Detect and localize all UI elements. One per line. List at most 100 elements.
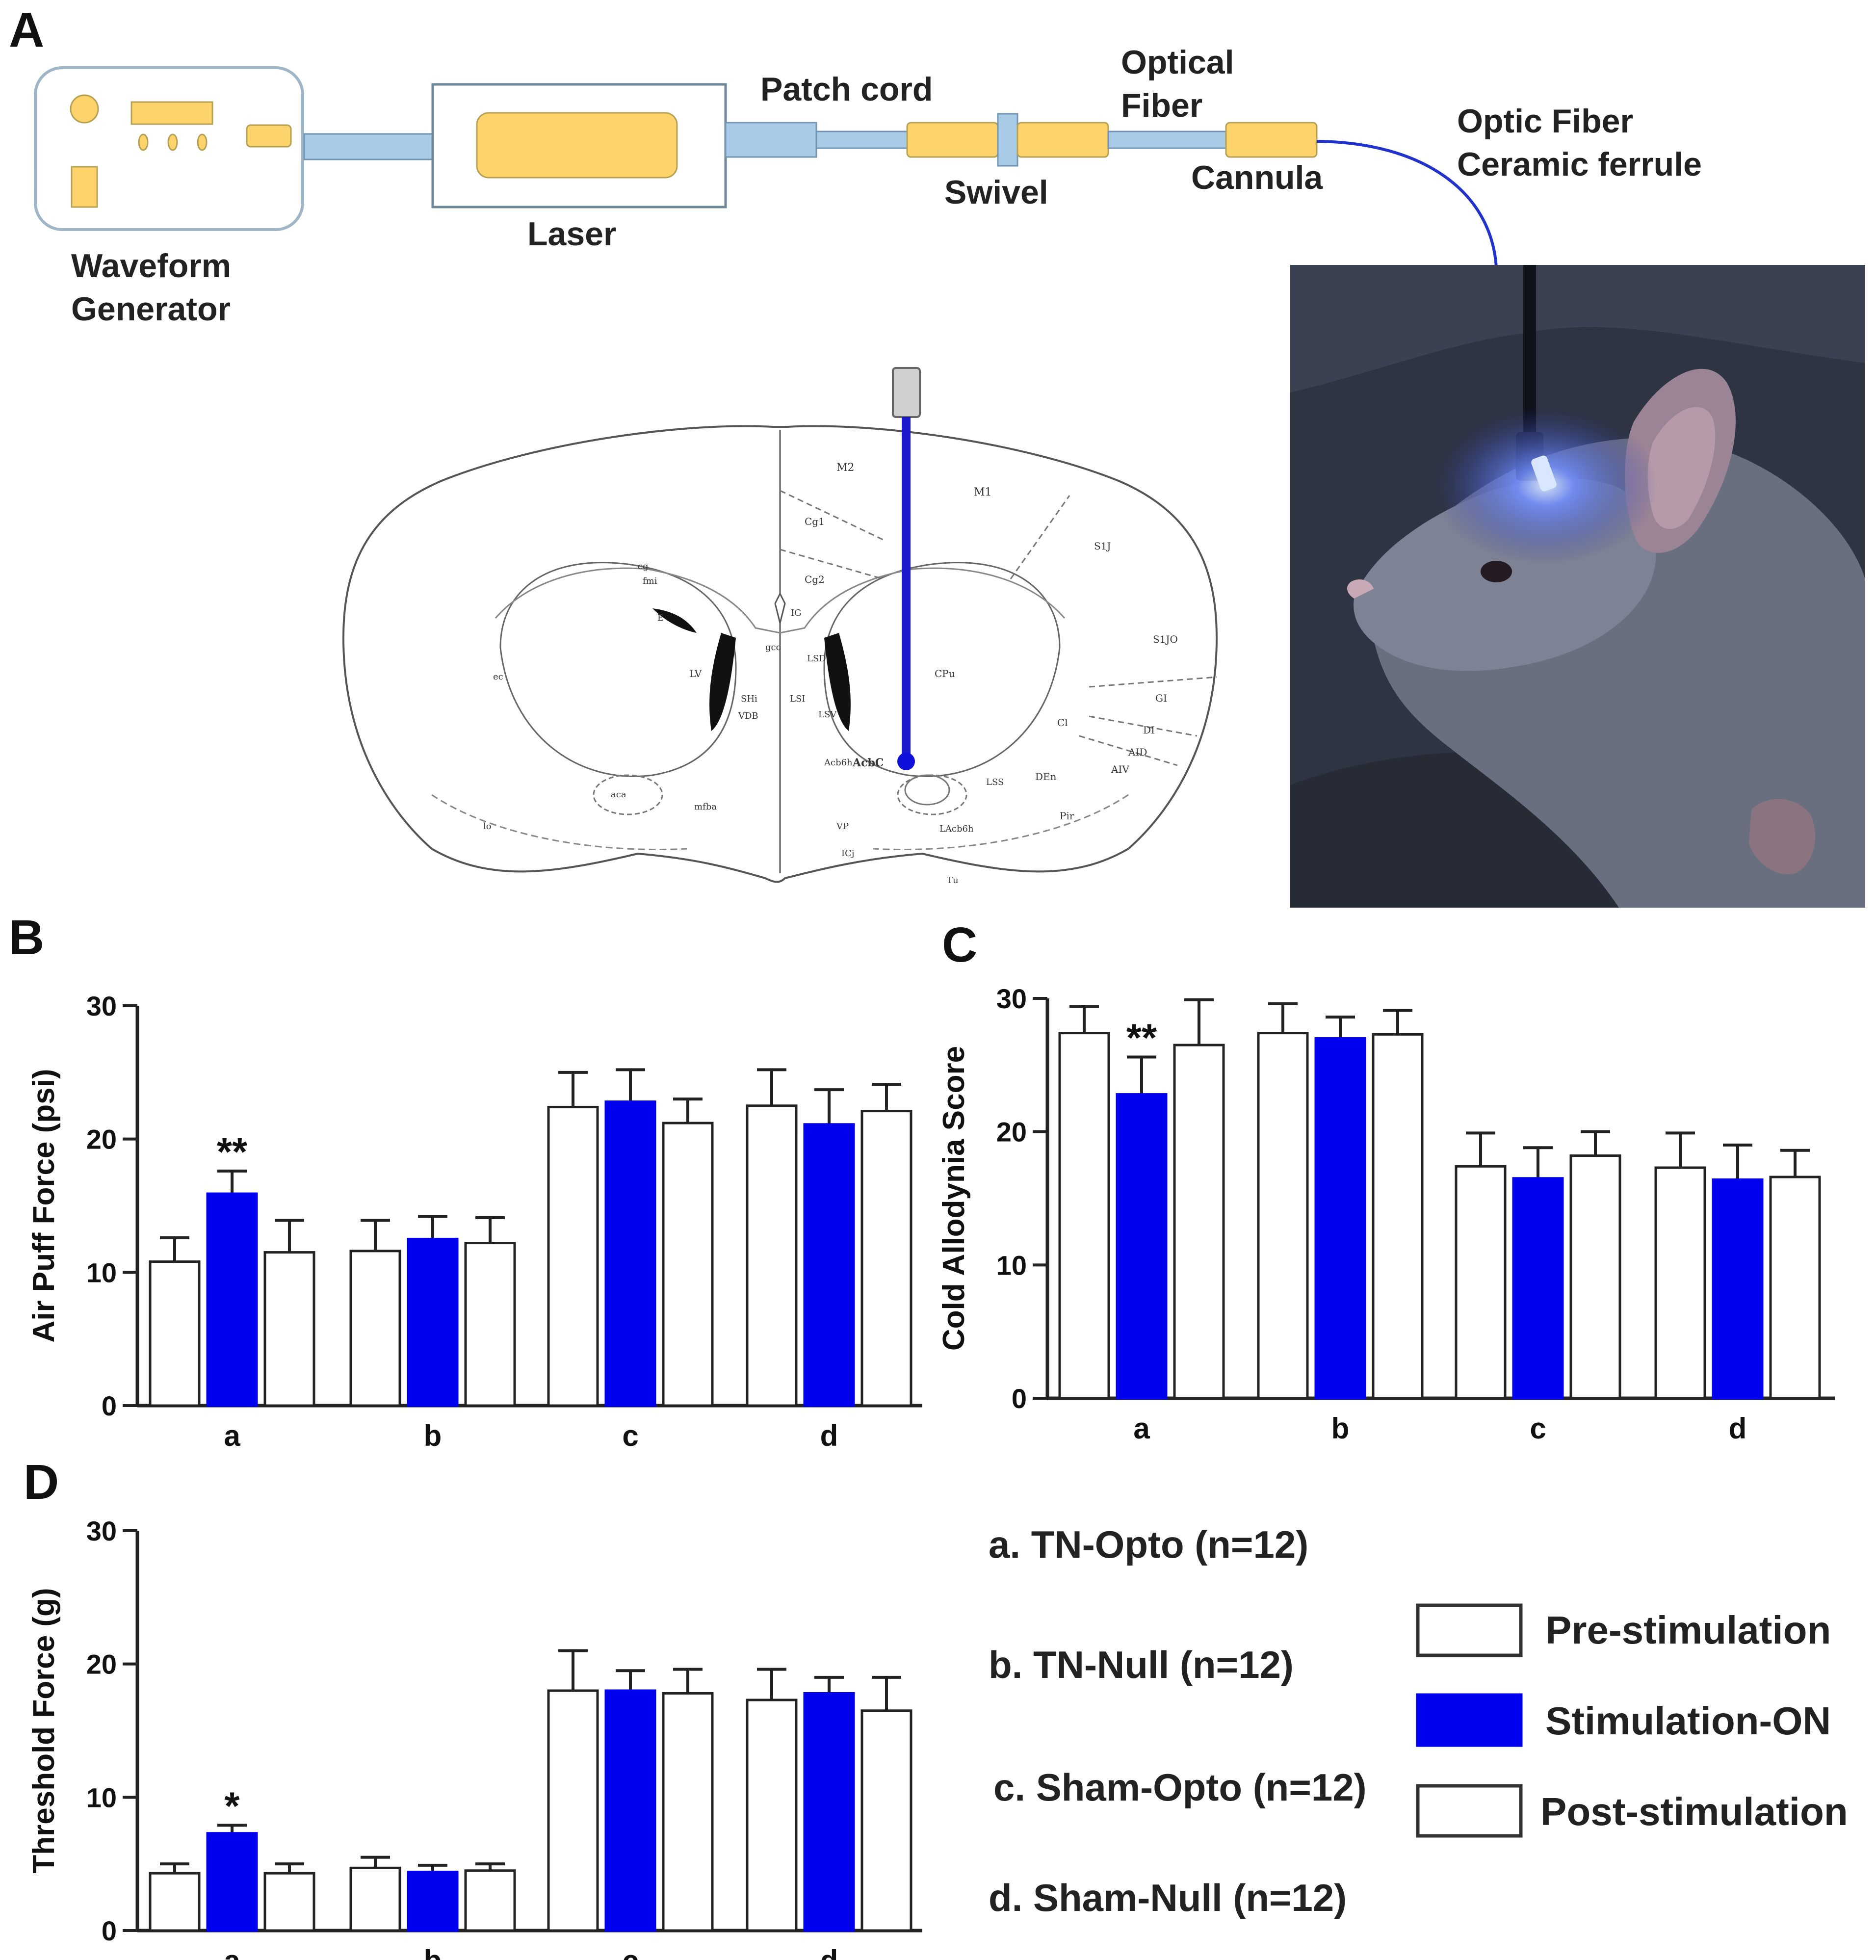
optical-fiber <box>1107 131 1227 149</box>
brain-label: Acb6h <box>824 758 853 768</box>
x-tick-label: a <box>224 1419 240 1452</box>
bar-a-pre-stimulation <box>149 1260 201 1407</box>
bar-a-pre-stimulation <box>1058 1032 1110 1400</box>
brain-label: LAcb6h <box>939 824 974 834</box>
y-tick-label: 20 <box>86 1649 117 1680</box>
significance-marker: ** <box>217 1130 248 1174</box>
brain-label: Cg2 <box>805 574 825 585</box>
bar-a-post-stimulation <box>263 1251 315 1407</box>
y-tick-label: 10 <box>86 1782 117 1813</box>
x-tick-label: d <box>820 1419 838 1452</box>
legend-swatch-stim <box>1416 1693 1523 1747</box>
waveform-label-line1: Waveform <box>71 247 231 285</box>
laser-emitter-icon <box>476 112 678 179</box>
rat-photo <box>1290 265 1865 908</box>
y-tick-label: 10 <box>86 1257 117 1288</box>
y-tick-label: 0 <box>102 1390 117 1421</box>
y-tick-label: 30 <box>86 1516 117 1546</box>
swivel-left-icon <box>906 122 999 158</box>
x-tick-label: a <box>1133 1412 1150 1445</box>
y-tick-label: 20 <box>996 1117 1027 1148</box>
x-tick-label: a <box>224 1944 240 1960</box>
ferrule-label-line1: Optic Fiber <box>1457 103 1633 140</box>
brain-label: GI <box>1155 692 1167 704</box>
brain-label: LSD <box>807 653 826 664</box>
legend-label-pre: Pre-stimulation <box>1545 1608 1831 1652</box>
bar-d-stimulation-on <box>803 1123 855 1407</box>
bar-c-post-stimulation <box>1569 1154 1621 1400</box>
x-tick-label: c <box>622 1419 638 1452</box>
y-tick-label: 0 <box>102 1915 117 1946</box>
brain-label: Pir <box>1060 810 1074 822</box>
brain-label: cg <box>638 561 649 572</box>
bar-a-stimulation-on <box>1116 1093 1168 1400</box>
brain-label: S1JO <box>1153 633 1178 645</box>
legend-label-stim: Stimulation-ON <box>1545 1699 1831 1743</box>
brain-label: IG <box>791 608 802 618</box>
brain-label: mfba <box>694 802 717 812</box>
bar-c-post-stimulation <box>662 1692 714 1932</box>
bar-c-pre-stimulation <box>547 1689 599 1932</box>
bar-d-pre-stimulation <box>746 1104 798 1407</box>
bar-c-pre-stimulation <box>547 1105 599 1407</box>
implant-ferrule-icon <box>892 367 921 418</box>
fiber-cable <box>1316 140 1498 268</box>
legend-group-d: d. Sham-Null (n=12) <box>989 1876 1347 1919</box>
x-tick-label: c <box>1530 1412 1546 1445</box>
y-tick-label: 30 <box>996 983 1027 1014</box>
brain-label: M2 <box>836 462 855 474</box>
bar-a-post-stimulation <box>263 1872 315 1932</box>
brain-label: SHi <box>741 694 757 704</box>
optical-fiber-label-line2: Fiber <box>1121 87 1202 124</box>
panel-label-d: D <box>24 1455 59 1510</box>
brain-label: gcc <box>765 642 781 653</box>
brain-label: LSV <box>818 709 837 720</box>
bar-d-pre-stimulation <box>1654 1166 1706 1400</box>
brain-label: CPu <box>935 668 955 679</box>
brain-label: Cl <box>1057 717 1068 729</box>
cable <box>303 133 434 160</box>
generator-switch-icon <box>71 166 98 208</box>
y-tick-label: 30 <box>86 991 117 1021</box>
legend-label-post: Post-stimulation <box>1540 1790 1848 1833</box>
laser-label: Laser <box>527 215 616 253</box>
brain-label: aca <box>611 789 626 800</box>
brain-label: ec <box>493 672 503 682</box>
brain-label: LSS <box>986 777 1004 787</box>
brain-label: DI <box>1143 724 1155 736</box>
bar-c-pre-stimulation <box>1455 1165 1507 1400</box>
brain-label: Cg1 <box>805 516 825 527</box>
panel-label-a: A <box>9 2 44 57</box>
y-tick-label: 20 <box>86 1124 117 1155</box>
bar-c-stimulation-on <box>604 1689 656 1932</box>
bar-b-post-stimulation <box>464 1869 516 1932</box>
swivel-label: Swivel <box>944 174 1048 211</box>
bar-a-pre-stimulation <box>149 1872 201 1932</box>
x-tick-label: c <box>622 1944 638 1960</box>
bar-b-post-stimulation <box>1372 1033 1424 1400</box>
brain-label: fmi <box>643 576 657 586</box>
brain-label: Tu <box>947 875 959 886</box>
generator-display-icon <box>130 101 213 125</box>
patch-cord-label: Patch cord <box>760 71 933 108</box>
y-axis-label: Threshold Force (g) <box>27 1588 61 1873</box>
patch-cord-connector <box>725 122 817 158</box>
swivel-joint-icon <box>997 113 1018 167</box>
patch-cord <box>815 131 908 149</box>
bar-d-stimulation-on <box>803 1692 855 1932</box>
brain-label: LV <box>689 668 702 679</box>
cannula-label: Cannula <box>1191 159 1323 196</box>
bar-b-pre-stimulation <box>349 1250 401 1407</box>
ferrule-label-line2: Ceramic ferrule <box>1457 146 1702 183</box>
bar-c-stimulation-on <box>604 1100 656 1407</box>
bar-d-post-stimulation <box>860 1709 912 1932</box>
cannula-icon <box>1225 122 1318 158</box>
brain-label: AID <box>1128 746 1147 758</box>
x-tick-label: d <box>1729 1412 1747 1445</box>
brain-label: M1 <box>974 486 992 498</box>
brain-label-target: AcbC <box>852 757 884 769</box>
